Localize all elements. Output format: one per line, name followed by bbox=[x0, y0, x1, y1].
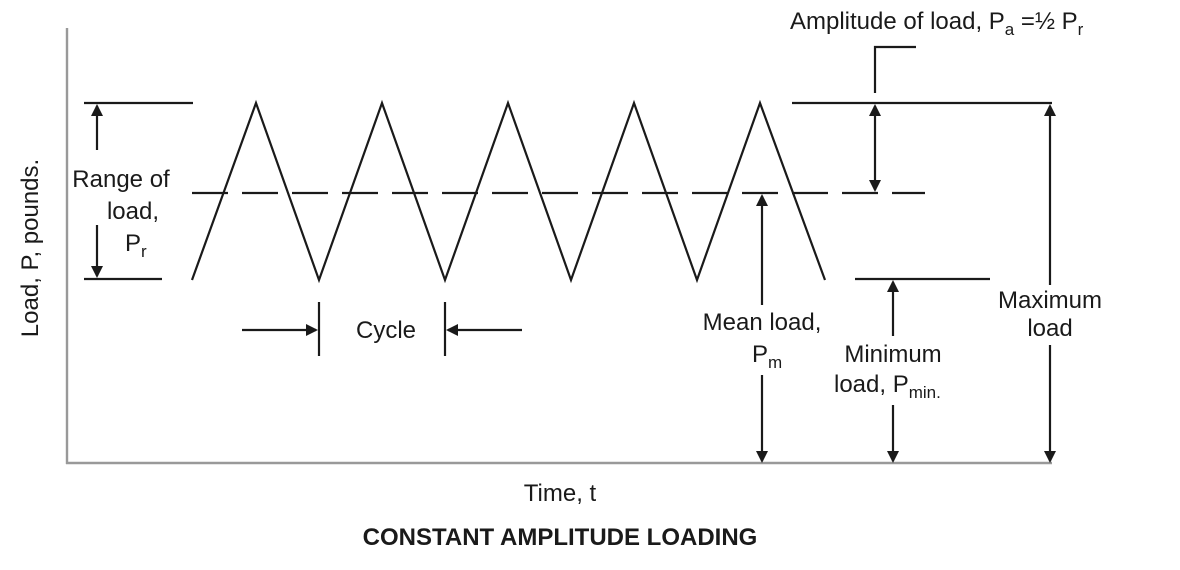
range-label-line2: load, bbox=[107, 198, 159, 225]
x-axis-label: Time, t bbox=[524, 480, 597, 507]
diagram-title: CONSTANT AMPLITUDE LOADING bbox=[363, 524, 758, 551]
minimum-label-line1: Minimum bbox=[844, 341, 941, 368]
maximum-label-line1: Maximum bbox=[998, 287, 1102, 314]
range-label-line1: Range of bbox=[72, 166, 170, 193]
amplitude-label: Amplitude of load, Pa =½ Pr bbox=[790, 8, 1084, 39]
mean-label-line2: Pm bbox=[752, 341, 782, 372]
amplitude-leader bbox=[873, 45, 916, 93]
minimum-label-line2: load, Pmin. bbox=[834, 371, 941, 402]
cycle-label: Cycle bbox=[356, 317, 416, 344]
mean-label-line1: Mean load, bbox=[703, 309, 822, 336]
y-axis-label: Load, P, pounds. bbox=[17, 159, 44, 337]
range-label-line3: Pr bbox=[125, 230, 147, 261]
maximum-label-line2: load bbox=[1027, 315, 1072, 342]
load-waveform bbox=[190, 99, 827, 284]
